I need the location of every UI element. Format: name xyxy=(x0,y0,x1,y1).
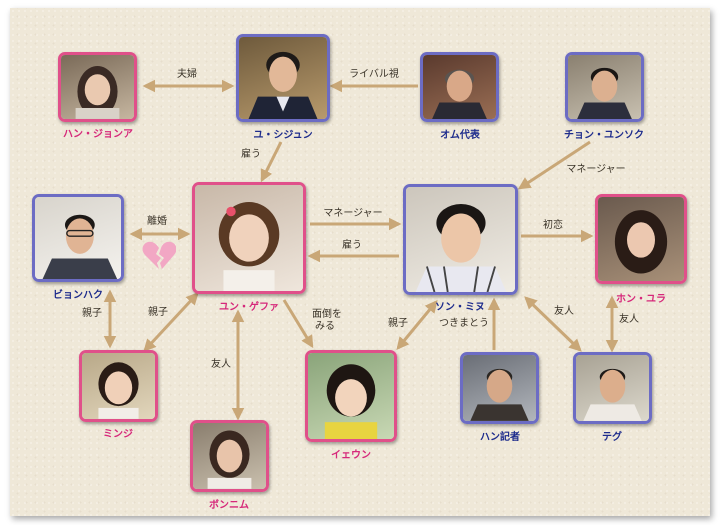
name-tegu: テグ xyxy=(602,432,622,443)
portrait-son-mine xyxy=(403,184,518,295)
label-tsukimatou: つきまとう xyxy=(439,318,489,329)
arrow-yuujin-2 xyxy=(524,296,582,352)
portrait-yu-sijun xyxy=(236,34,330,122)
label-oyako-3: 親子 xyxy=(388,318,408,329)
label-mendou-2: みる xyxy=(315,321,335,332)
name-son-mine: ソン・ミヌ xyxy=(435,302,485,313)
name-chon-yunsoku: チョン・ユンソク xyxy=(564,130,644,141)
portrait-han-jeonga xyxy=(58,52,137,122)
portrait-tegu xyxy=(573,352,652,424)
arrow-oyako-3 xyxy=(396,300,438,350)
name-minji: ミンジ xyxy=(103,429,133,440)
arrow-manager-1 xyxy=(517,140,591,190)
broken-heart-icon xyxy=(142,241,176,269)
label-rikon: 離婚 xyxy=(147,216,167,227)
label-yuujin-3: 友人 xyxy=(619,314,639,325)
name-han-kisha: ハン記者 xyxy=(480,432,520,443)
portrait-ieun xyxy=(305,350,397,442)
name-bonnimu: ボンニム xyxy=(209,500,249,511)
portrait-hon-yura xyxy=(595,194,687,284)
name-hon-yura: ホン・ユラ xyxy=(616,294,666,305)
label-rival: ライバル視 xyxy=(349,69,399,80)
arrow-yatou-1 xyxy=(260,141,283,183)
portrait-minji xyxy=(79,350,158,422)
arrow-mendou xyxy=(282,299,314,349)
name-yun-gefa: ユン・ゲファ xyxy=(219,302,279,313)
label-yuujin-1: 友人 xyxy=(211,359,231,370)
label-manager-2: マネージャー xyxy=(323,208,383,219)
name-byonhaku: ビョンハク xyxy=(53,290,103,301)
label-manager-1: マネージャー xyxy=(566,164,626,175)
name-omu-daihyo: オム代表 xyxy=(440,130,480,141)
portrait-han-kisha xyxy=(460,352,539,424)
label-oyako-2: 親子 xyxy=(148,307,168,318)
portrait-chon-yunsoku xyxy=(565,52,644,122)
portrait-byonhaku xyxy=(32,194,124,282)
label-fuufu: 夫婦 xyxy=(177,69,197,80)
portrait-bonnimu xyxy=(190,420,269,492)
portrait-yun-gefa xyxy=(192,182,306,294)
label-hatsukoi: 初恋 xyxy=(543,220,563,231)
label-oyako-1: 親子 xyxy=(82,308,102,319)
name-ieun: イェウン xyxy=(331,450,371,461)
label-yatou-1: 雇う xyxy=(241,149,261,160)
arrow-oyako-2 xyxy=(143,292,199,352)
name-yu-sijun: ユ・シジュン xyxy=(253,130,313,141)
label-mendou-1: 面倒を xyxy=(312,309,342,320)
label-yuujin-2: 友人 xyxy=(554,306,574,317)
name-han-jeonga: ハン・ジョンア xyxy=(63,129,133,140)
portrait-omu-daihyo xyxy=(420,52,499,122)
label-yatou-2: 雇う xyxy=(342,240,362,251)
